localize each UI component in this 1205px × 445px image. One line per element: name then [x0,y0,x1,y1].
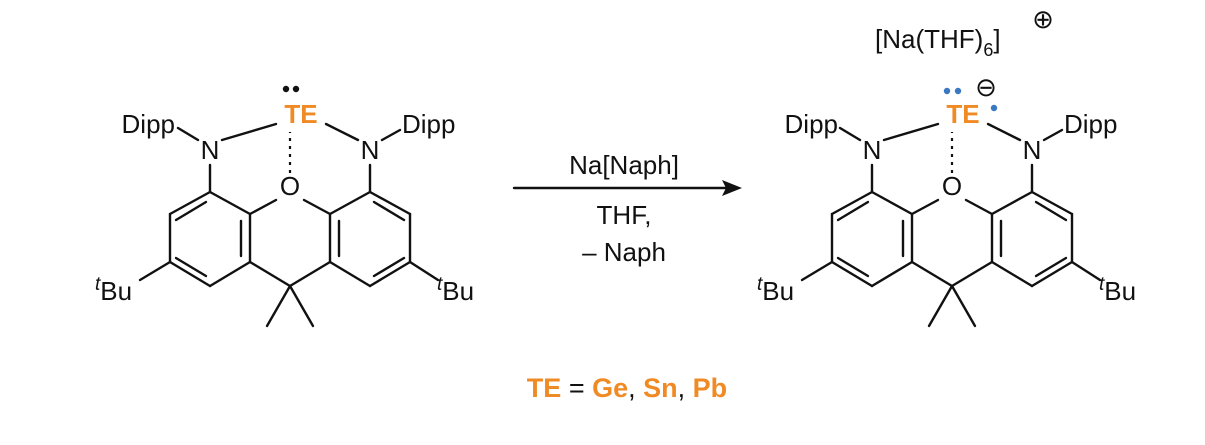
lone-pair-dot [954,87,962,95]
radical-dot [990,104,998,112]
tbu-prefix: t [1099,274,1105,295]
dipp-label-left: Dipp [785,109,838,139]
product-bonds [800,122,1102,328]
tbu-suffix: Bu [442,276,474,306]
tbu-label-right: tBu [1099,274,1136,306]
tbu-label-left: tBu [95,274,132,306]
counterion-close: ] [993,24,1000,54]
dipp-label-right: Dipp [402,109,455,139]
tbu-suffix: Bu [762,276,794,306]
nitrogen-label-right: N [1023,135,1042,165]
counterion-subscript: 6 [983,40,993,60]
lone-pair-dot [282,85,290,93]
nitrogen-label-left: N [863,135,882,165]
counterion-label: [Na(THF)6] [875,24,1001,60]
footnote-sep: , [628,373,643,403]
tbu-prefix: t [757,274,763,295]
dipp-label-left: Dipp [122,109,175,139]
footnote-ge: Ge [592,373,628,403]
oxygen-label: O [280,171,300,201]
te-atom-label: TE [284,99,317,129]
footnote-te: TE [527,373,562,403]
footnote-equals: = [561,373,592,403]
lone-pair-dot [943,87,951,95]
footnote-pb: Pb [693,373,728,403]
counterion-main: [Na(THF) [875,24,983,54]
reaction-arrow [512,180,742,196]
product-molecule: ⊖ TE O N N Dipp Dipp tBu tBu [757,72,1136,328]
tbu-suffix: Bu [100,276,132,306]
tbu-prefix: t [437,274,443,295]
tbu-label-left: tBu [757,274,794,306]
nitrogen-label-right: N [361,135,380,165]
byproduct-label: – Naph [582,237,666,267]
element-footnote: TE = Ge, Sn, Pb [527,373,727,403]
footnote-sep: , [678,373,693,403]
reagent-label: Na[Naph] [569,150,679,180]
te-atom-label: TE [946,99,979,129]
reactant-molecule: TE O N N Dipp Dipp tBu tBu [95,85,474,328]
tbu-label-right: tBu [437,274,474,306]
negative-charge-icon: ⊖ [975,72,997,102]
positive-charge-icon: ⊕ [1032,4,1054,34]
oxygen-label: O [942,171,962,201]
lone-pair-dot [292,85,300,93]
dipp-label-right: Dipp [1064,109,1117,139]
nitrogen-label-left: N [201,135,220,165]
tbu-prefix: t [95,274,101,295]
footnote-sn: Sn [643,373,678,403]
solvent-label: THF, [597,200,652,230]
tbu-suffix: Bu [1104,276,1136,306]
reactant-bonds [138,122,440,328]
